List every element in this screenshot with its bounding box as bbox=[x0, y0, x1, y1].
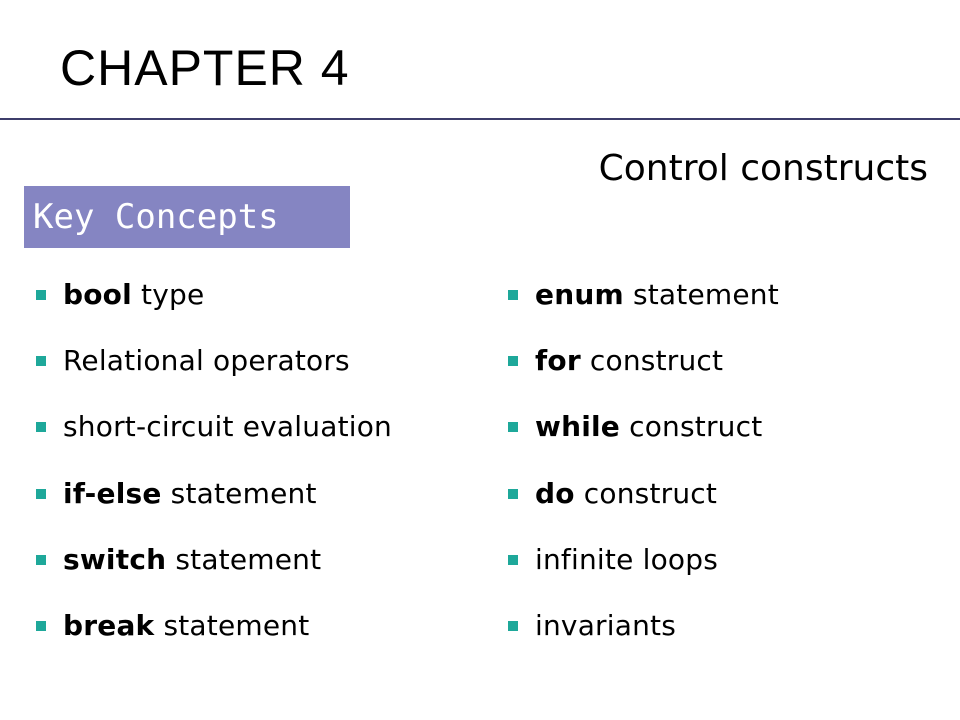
item-keyword: if-else bbox=[63, 476, 162, 510]
item-keyword: do bbox=[535, 476, 575, 510]
list-item: Relational operators bbox=[36, 339, 392, 383]
item-text: type bbox=[131, 278, 205, 311]
list-item: short-circuit evaluation bbox=[36, 405, 392, 449]
list-item: infinite loops bbox=[508, 538, 779, 582]
item-text: construct bbox=[580, 344, 724, 378]
list-item: invariants bbox=[508, 604, 779, 648]
item-text: short-circuit evaluation bbox=[63, 410, 393, 444]
item-text: Relational operators bbox=[63, 344, 350, 378]
list-item: do construct bbox=[508, 472, 779, 516]
item-text: invariants bbox=[535, 608, 677, 642]
list-item: while construct bbox=[508, 405, 779, 449]
item-keyword: for bbox=[535, 344, 581, 378]
bullet-square-icon bbox=[508, 422, 518, 433]
list-item: switch statement bbox=[36, 538, 392, 582]
item-text: statement bbox=[166, 542, 322, 576]
list-item: enum statement bbox=[508, 273, 779, 317]
list-item: for construct bbox=[508, 339, 779, 383]
bullet-square-icon bbox=[508, 620, 518, 631]
bullet-square-icon bbox=[36, 422, 46, 433]
item-keyword: switch bbox=[63, 542, 167, 576]
bullet-square-icon bbox=[508, 488, 518, 499]
bullet-square-icon bbox=[36, 620, 46, 631]
list-item: break statement bbox=[36, 604, 392, 648]
slide-subtitle: Control constructs bbox=[598, 148, 928, 189]
key-concepts-label: Key Concepts bbox=[24, 186, 350, 248]
item-text: statement bbox=[623, 278, 779, 311]
item-text: construct bbox=[574, 476, 718, 510]
item-text: infinite loops bbox=[535, 542, 718, 576]
item-keyword: while bbox=[535, 410, 620, 444]
bullet-square-icon bbox=[36, 554, 46, 565]
slide-title: CHAPTER 4 bbox=[60, 40, 350, 96]
bullet-square-icon bbox=[508, 554, 518, 565]
item-text: construct bbox=[620, 410, 763, 444]
title-divider bbox=[0, 118, 960, 120]
list-item: if-else statement bbox=[36, 472, 392, 516]
item-keyword: enum bbox=[535, 278, 624, 311]
right-concept-list: enum statement for construct while const… bbox=[508, 273, 779, 670]
bullet-square-icon bbox=[36, 356, 46, 367]
item-keyword: break bbox=[63, 608, 155, 642]
item-keyword: bool bbox=[63, 278, 132, 311]
bullet-square-icon bbox=[36, 290, 46, 300]
bullet-square-icon bbox=[36, 488, 46, 499]
list-item: bool type bbox=[36, 273, 392, 317]
item-text: statement bbox=[154, 608, 310, 642]
bullet-square-icon bbox=[508, 290, 518, 300]
item-text: statement bbox=[161, 476, 317, 510]
left-concept-list: bool type Relational operators short-cir… bbox=[36, 273, 392, 670]
bullet-square-icon bbox=[508, 356, 518, 367]
